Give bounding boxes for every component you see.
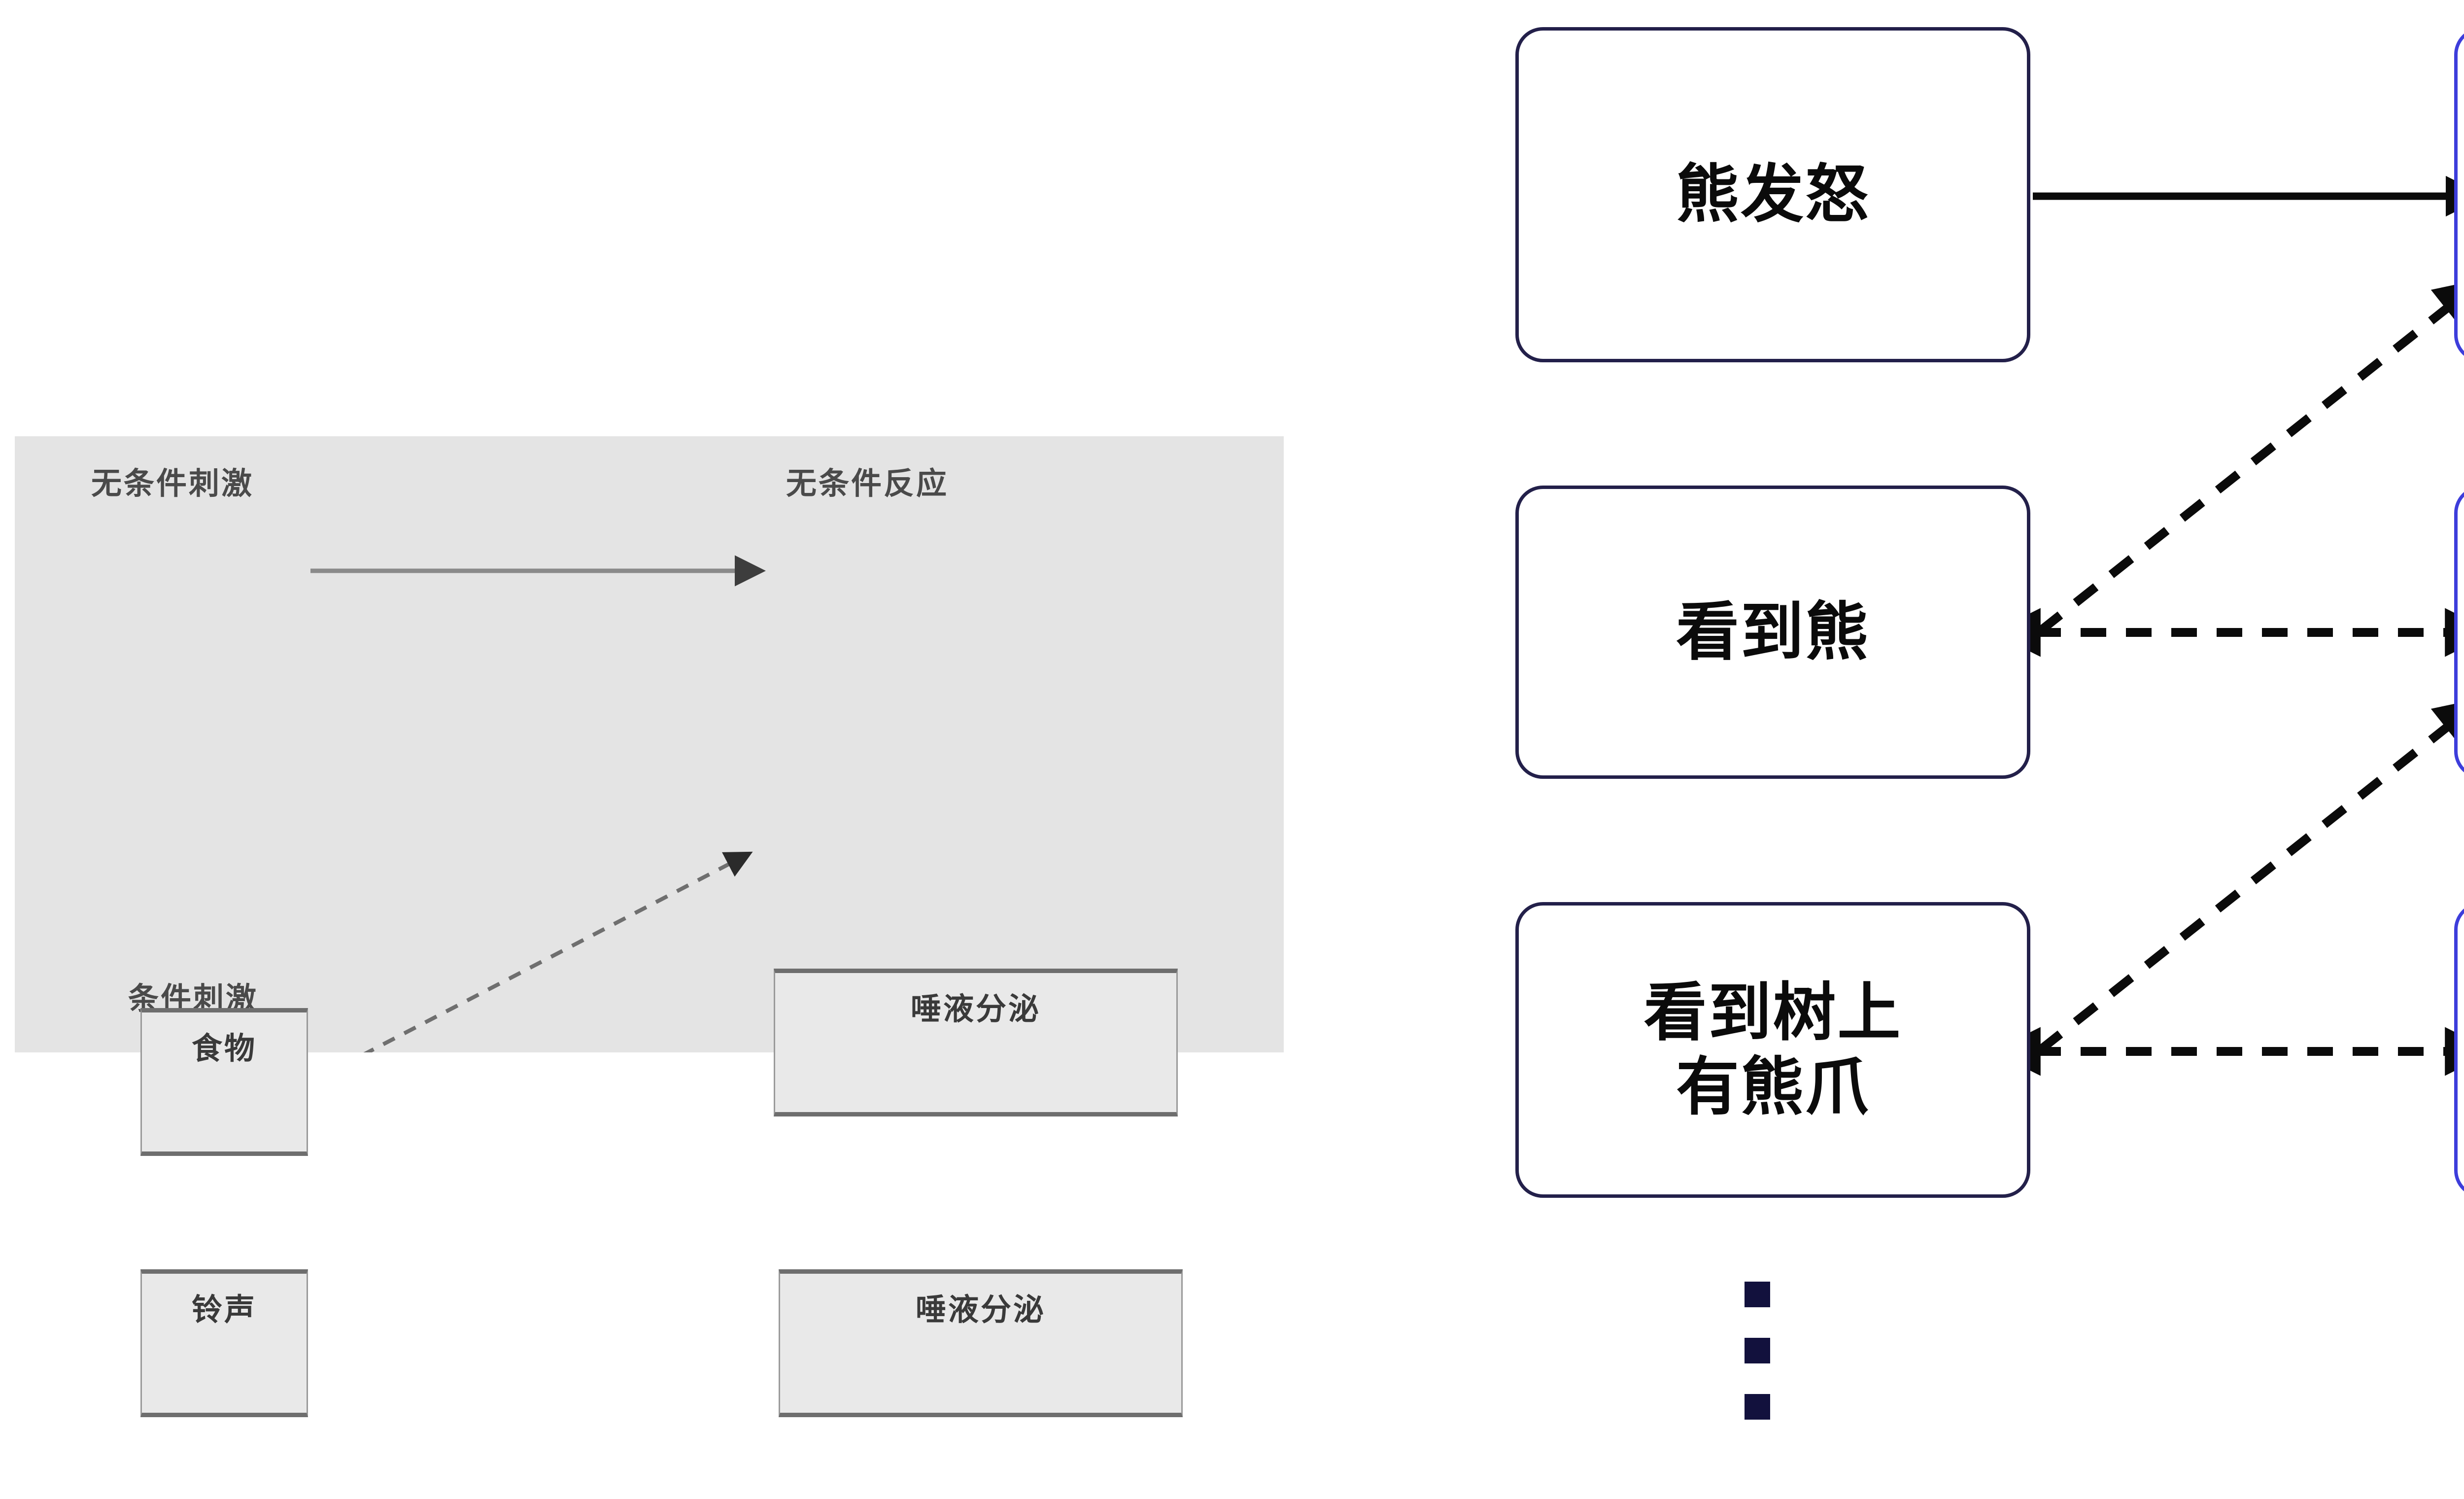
arrow-see-bear-to-reward xyxy=(2037,279,2464,635)
ellipsis-left-column xyxy=(1745,1282,1770,1420)
arrow-see-claw-to-value-next-state xyxy=(2037,697,2464,1054)
rl-box-value-state: V(s) xyxy=(2454,902,2464,1198)
caption-unconditioned-stimulus: 无条件刺激 xyxy=(91,467,254,501)
pavlov-arrows xyxy=(310,555,766,1052)
rl-box-see-claw: 看到树上 有熊爪 xyxy=(1515,902,2030,1198)
caption-unconditioned-response: 无条件反应 xyxy=(786,467,949,501)
rl-box-bear-angry-label: 熊发怒 xyxy=(1676,159,1870,230)
pavlov-box-food: 食物 xyxy=(140,1008,308,1156)
pavlov-box-salivation-conditioned: 唾液分泌 xyxy=(779,1269,1183,1417)
ellipsis-square xyxy=(1745,1282,1770,1307)
rl-box-bear-angry: 熊发怒 xyxy=(1515,27,2030,362)
ellipsis-square xyxy=(1745,1394,1770,1420)
pavlov-box-bell: 铃声 xyxy=(140,1269,308,1417)
pavlov-conditioning-panel: 无条件刺激 无条件反应 条件刺激 条件反应 食物 铃声 唾液分泌 唾液分泌 xyxy=(15,436,1284,1417)
rl-box-reward: 奖励 xyxy=(2454,27,2464,362)
arrow-bell-to-salivation-top xyxy=(363,851,753,1052)
rl-box-see-claw-line1: 看到树上 xyxy=(1643,977,1902,1048)
rl-box-see-claw-line2: 有熊爪 xyxy=(1676,1052,1870,1122)
rl-box-value-next-state: V(s′) xyxy=(2454,486,2464,779)
rl-box-see-claw-label: 看到树上 有熊爪 xyxy=(1643,976,1902,1124)
rl-value-diagram: 熊发怒 看到熊 看到树上 有熊爪 奖励 V(s′) V(s) xyxy=(1454,0,2464,1499)
pavlov-box-salivation-unconditioned: 唾液分泌 xyxy=(774,969,1178,1116)
ellipsis-square xyxy=(1745,1338,1770,1363)
rl-box-see-bear-label: 看到熊 xyxy=(1676,596,1870,667)
rl-box-see-bear: 看到熊 xyxy=(1515,486,2030,779)
